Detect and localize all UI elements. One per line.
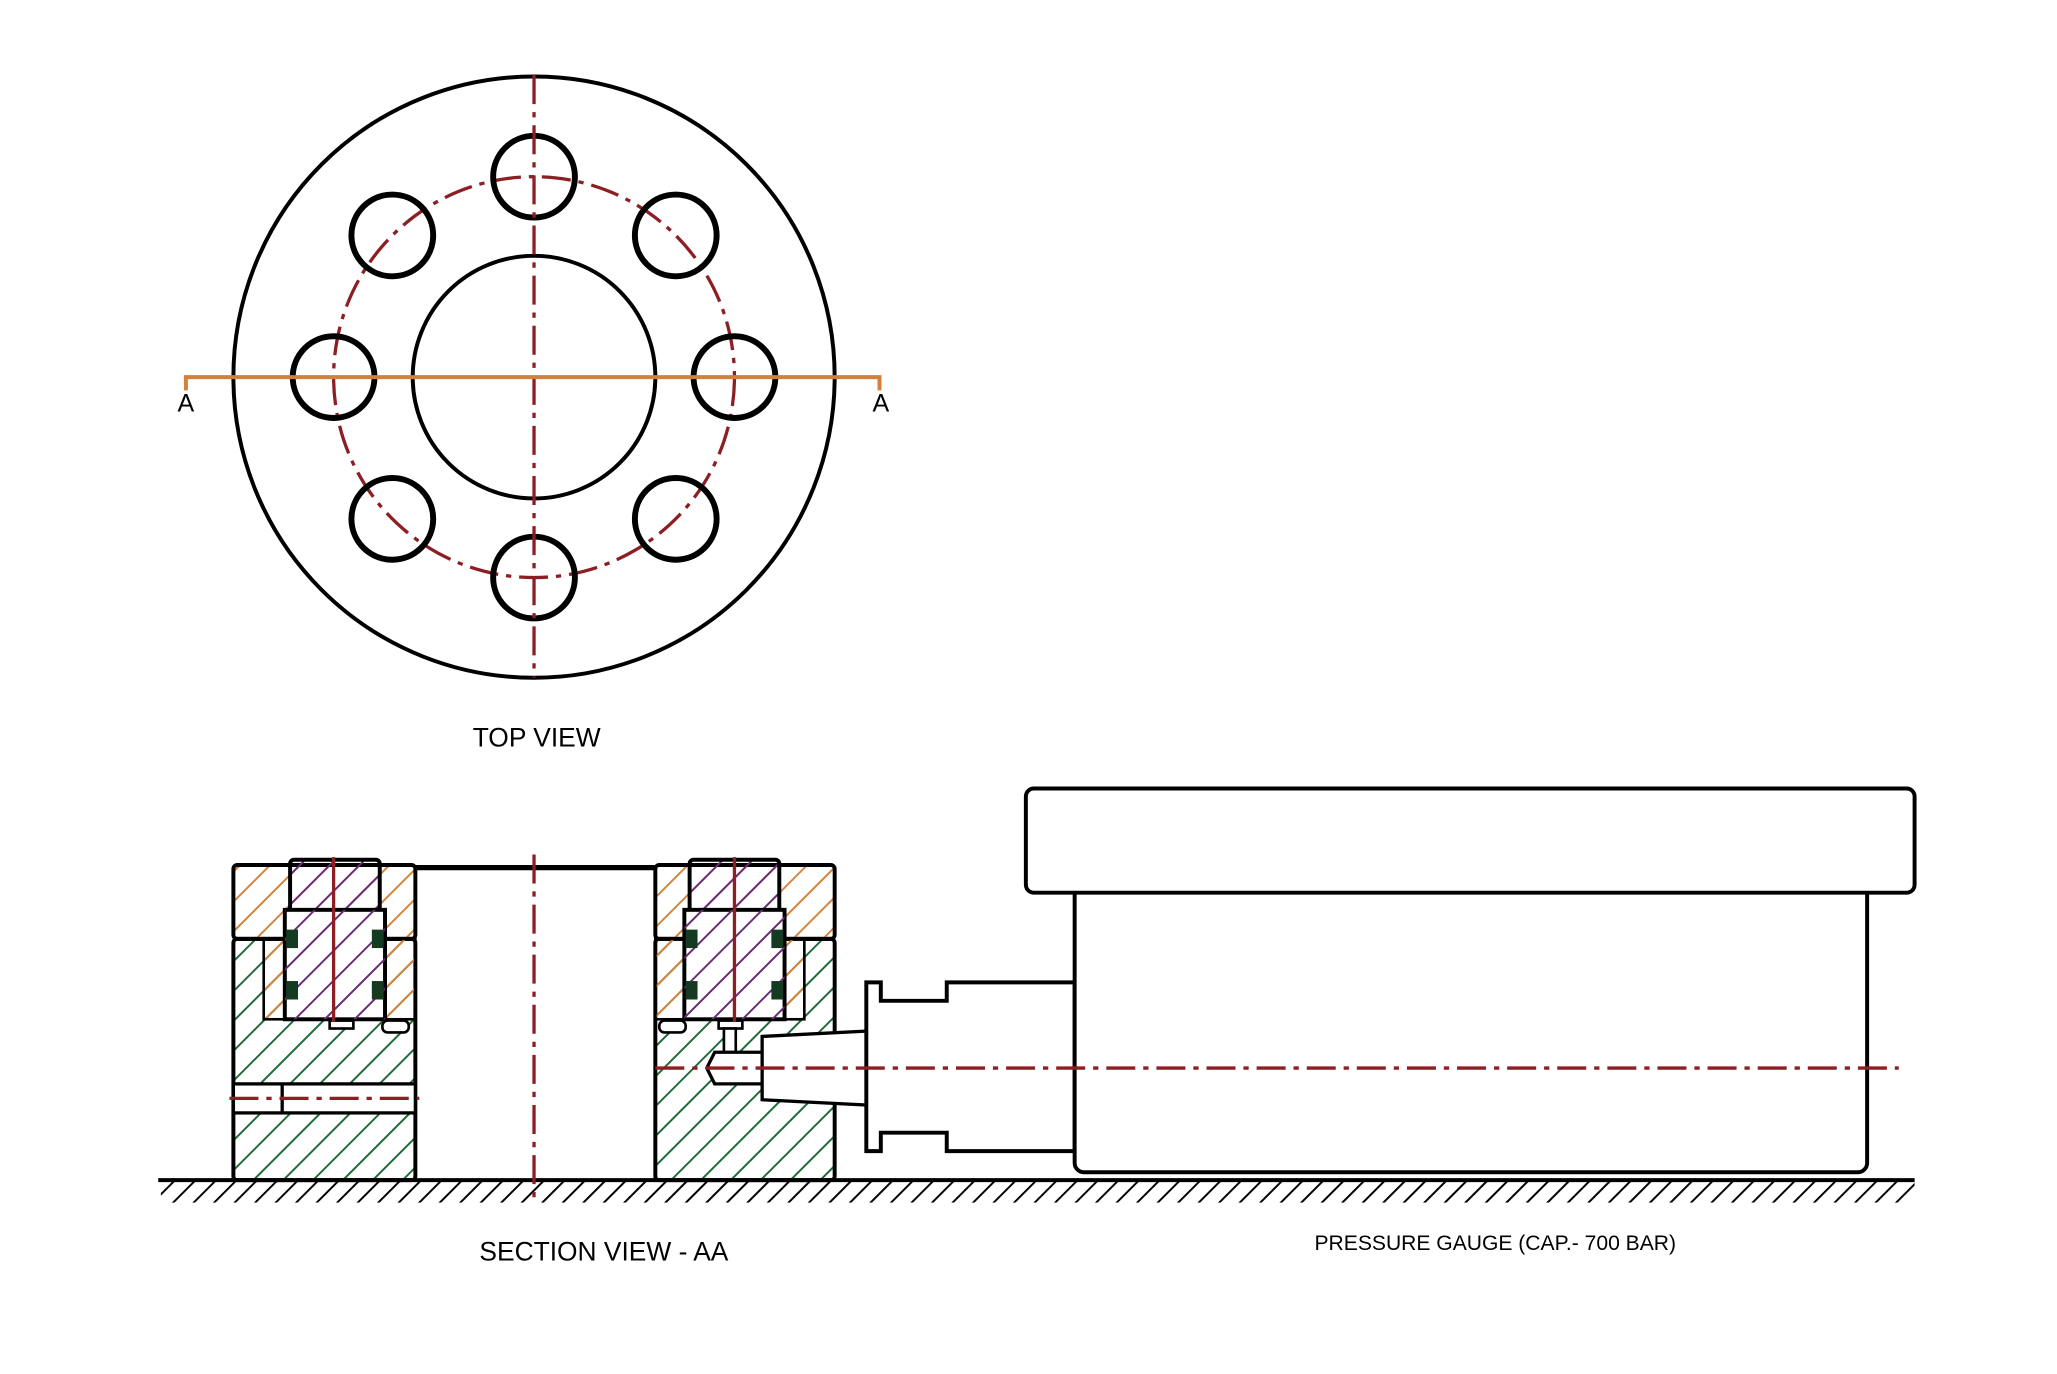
section-view-title: SECTION VIEW - AA	[479, 1237, 728, 1267]
seal-left-1	[286, 929, 299, 949]
section-marker-right: A	[872, 389, 889, 417]
top-view-title: TOP VIEW	[473, 722, 601, 752]
port-left	[328, 1019, 355, 1030]
bolt-hole	[348, 475, 437, 563]
oring-right	[657, 1019, 687, 1034]
top-view: A A TOP VIEW	[178, 74, 889, 752]
section-view: PRESSURE GAUGE (CAP.- 700 BAR) SECTION V…	[158, 786, 1917, 1267]
gauge-body	[1072, 884, 1870, 1175]
seal-right-4	[771, 981, 784, 1000]
left-cylinder-section	[229, 857, 420, 1183]
oring-left	[381, 1019, 411, 1034]
section-marker-left: A	[178, 389, 195, 417]
gauge-label: PRESSURE GAUGE (CAP.- 700 BAR)	[1314, 1232, 1676, 1255]
seal-right-1	[685, 929, 698, 949]
gauge-lid	[1023, 786, 1917, 895]
seal-left-3	[286, 981, 299, 1000]
section-line-aa	[183, 375, 882, 391]
bolt-hole	[631, 475, 720, 563]
pressure-gauge: PRESSURE GAUGE (CAP.- 700 BAR)	[760, 786, 1917, 1255]
seal-left-2	[371, 929, 384, 949]
seal-right-2	[771, 929, 784, 949]
bolt-hole	[348, 191, 437, 280]
seal-right-3	[685, 981, 698, 1000]
bolt-hole	[631, 191, 720, 280]
seal-left-4	[371, 981, 384, 1000]
port-drill-right	[722, 1027, 738, 1054]
ground-hatch	[160, 1181, 1915, 1203]
right-cylinder-section	[653, 857, 837, 1183]
